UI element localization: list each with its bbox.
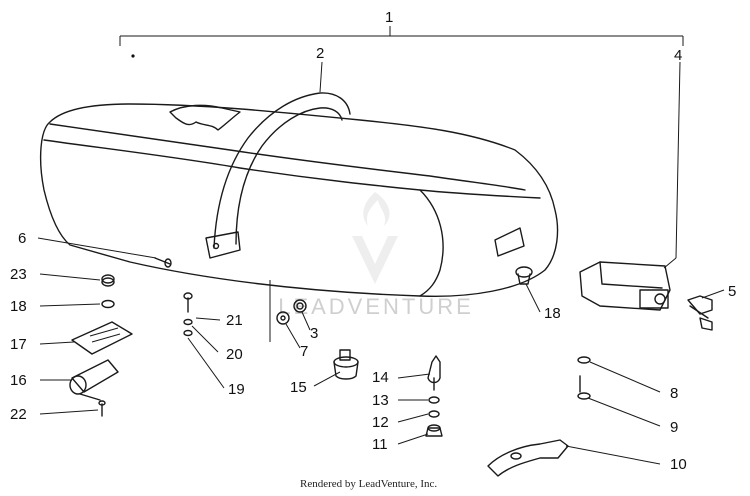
assembly-bracket [119, 26, 684, 58]
label-14: 14 [372, 369, 389, 386]
label-8: 8 [670, 385, 678, 402]
label-11: 11 [372, 436, 388, 453]
screw-9 [577, 375, 591, 400]
label-7: 7 [300, 343, 308, 360]
label-12: 12 [372, 414, 389, 431]
label-18-left: 18 [10, 298, 27, 315]
washer-18-left [101, 299, 115, 309]
label-21: 21 [226, 312, 243, 329]
screw-22 [98, 400, 106, 417]
label-5: 5 [728, 283, 736, 300]
callout-labels: 1 2 4 5 6 23 18 17 16 22 21 20 19 3 7 15… [10, 9, 736, 473]
label-13: 13 [372, 392, 389, 409]
label-15: 15 [290, 379, 307, 396]
seat-strap [205, 92, 351, 259]
watermark-text: LEADVENTURE [278, 294, 474, 319]
label-4: 4 [674, 47, 682, 64]
label-9: 9 [670, 419, 678, 436]
bolt-21 [183, 292, 193, 313]
screw-6 [154, 257, 172, 268]
washer-12 [428, 410, 440, 418]
label-6: 6 [18, 230, 26, 247]
washer-13 [428, 396, 440, 404]
plate-17 [71, 321, 133, 355]
label-23: 23 [10, 266, 27, 283]
nut-11 [425, 424, 443, 437]
label-1: 1 [385, 9, 393, 26]
label-16: 16 [10, 372, 27, 389]
nut-23 [101, 274, 115, 287]
latch-bracket-10 [487, 439, 569, 477]
washer-20 [183, 318, 193, 326]
lock-key [687, 295, 713, 331]
label-10: 10 [670, 456, 687, 473]
label-22: 22 [10, 406, 27, 423]
label-19: 19 [228, 381, 245, 398]
washer-8 [577, 356, 591, 364]
stud-14 [427, 355, 441, 391]
spacer-3 [293, 299, 307, 313]
seat-body [39, 103, 559, 297]
lock-housing [579, 261, 671, 311]
rubber-mount-15 [333, 349, 359, 380]
leader-lines [37, 61, 725, 465]
label-18-right: 18 [544, 305, 561, 322]
label-17: 17 [10, 336, 27, 353]
leadventure-logo [352, 192, 398, 284]
hinge-bracket-16 [69, 359, 119, 401]
washer-19 [183, 329, 193, 337]
label-20: 20 [226, 346, 243, 363]
footer-credit: Rendered by LeadVenture, Inc. [300, 478, 437, 490]
label-3: 3 [310, 325, 318, 342]
washer-7 [276, 311, 290, 325]
grommet-18 [515, 266, 533, 285]
label-2: 2 [316, 45, 324, 62]
